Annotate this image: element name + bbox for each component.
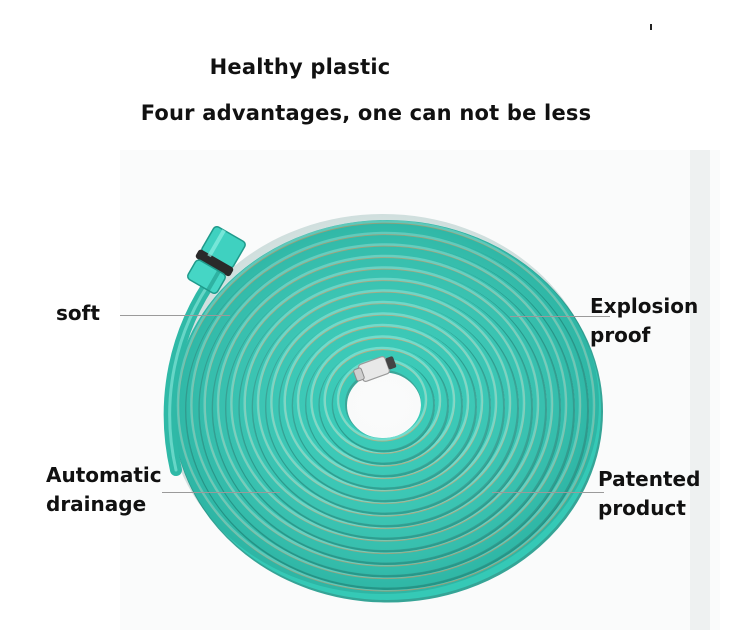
label-automatic-drainage: Automatic drainage [46,461,162,519]
leader-line-explosion [510,316,610,317]
label-patented-line1: Patented [598,467,701,491]
label-drainage-line1: Automatic [46,463,162,487]
corner-mark [650,24,652,30]
leader-line-soft [120,315,230,316]
label-soft-text: soft [56,301,100,325]
leader-line-patented [492,492,604,493]
label-patented-line2: product [598,496,686,520]
label-explosion-line1: Explosion [590,294,699,318]
label-explosion-line2: proof [590,323,651,347]
page-title: Healthy plastic [209,55,391,79]
page-subtitle: Four advantages, one can not be less [140,101,592,125]
label-patented-product: Patented product [598,465,700,523]
label-drainage-line2: drainage [46,492,147,516]
quick-connector [186,226,246,295]
leader-line-drainage [162,492,280,493]
label-explosion-proof: Explosion proof [590,292,698,350]
label-soft: soft [56,299,100,328]
inner-fitting [353,355,397,383]
